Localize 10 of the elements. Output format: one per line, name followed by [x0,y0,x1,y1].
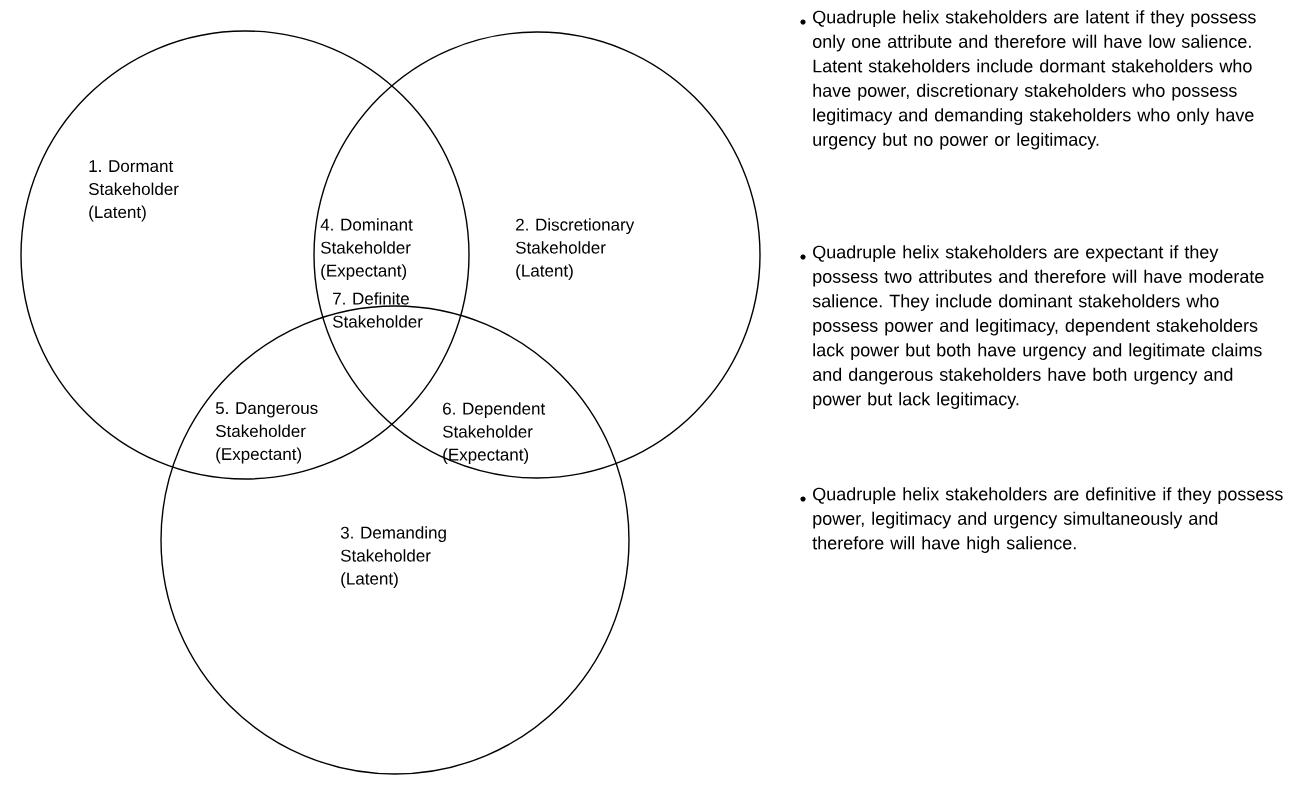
bullet-text: Quadruple helix stakeholders are latent if they possess only one attribute and therefore will have low salience. Latent stakeholders include dormant stakeholders who have power, discretionary stakeholders who possess legitimacy and demanding stakeholders who only have urgency but no power or legitimacy. [812,10,1256,150]
region-label: 4. Dominant Stakeholder (Expectant) [320,218,413,281]
region-label: 1. Dormant Stakeholder (Latent) [89,160,179,222]
region-label: 5. Dangerous Stakeholder (Expectant) [215,402,318,464]
bullet-text: Quadruple helix stakeholders are expectant if they possess two attributes and therefore will have moderate salience. They include dominant stakeholders who possess power and legitimacy, dependent stakeholders lack power but both have urgency and legitimate claims and dangerous stakeholders have both urgency and power but lack legitimacy. [812,245,1264,409]
region-label: 2. Discretionary Stakeholder (Latent) [516,218,635,281]
bullet-text: Quadruple helix stakeholders are definitive if they possess power, legitimacy and urgency simultaneously and therefore will have high salience. [812,487,1283,553]
region-label: 7. Definite Stakeholder [333,292,423,328]
region-label: 3. Demanding Stakeholder (Latent) [340,526,446,589]
region-label: 6. Dependent Stakeholder (Expectant) [443,402,546,465]
